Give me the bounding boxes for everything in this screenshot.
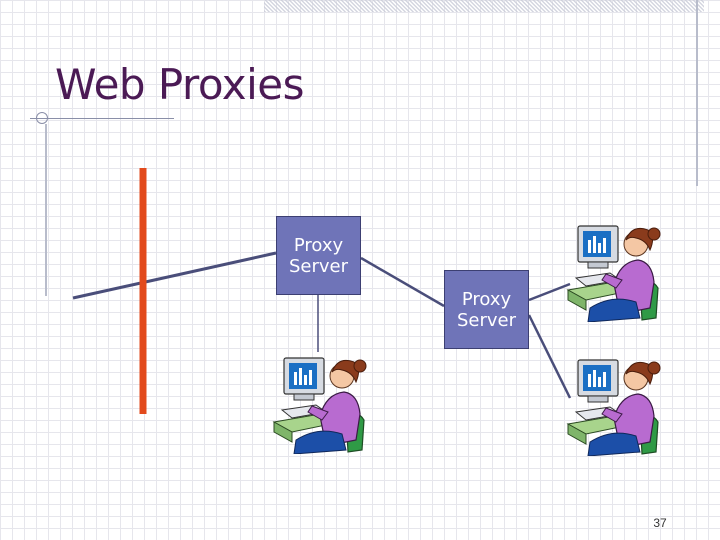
- page-number: 37: [653, 516, 667, 530]
- proxy-label-line-1: Proxy: [461, 288, 512, 310]
- proxy-label-line-2: Server: [456, 309, 517, 331]
- wire-proxy-1-to-proxy-2: [360, 256, 445, 308]
- header-band: [264, 0, 704, 12]
- wire-proxy-2-to-user-3: [527, 314, 572, 399]
- proxy-label-line-2: Server: [288, 255, 349, 277]
- proxy-server-box: Proxy Server: [444, 270, 529, 349]
- left-rule: [45, 124, 47, 296]
- title-marker: [36, 112, 48, 124]
- right-rule: [696, 0, 698, 186]
- proxy-label-line-1: Proxy: [293, 234, 344, 256]
- slide-title: Web Proxies: [55, 60, 305, 109]
- wire-proxy-2-to-user-2: [528, 282, 571, 302]
- title-underline: [30, 118, 174, 119]
- user-at-computer-icon: [566, 225, 661, 322]
- proxy-server-box: Proxy Server: [276, 216, 361, 295]
- user-at-computer-icon: [272, 357, 367, 454]
- wire-internet-to-proxy-1: [72, 251, 277, 300]
- user-at-computer-icon: [566, 359, 661, 456]
